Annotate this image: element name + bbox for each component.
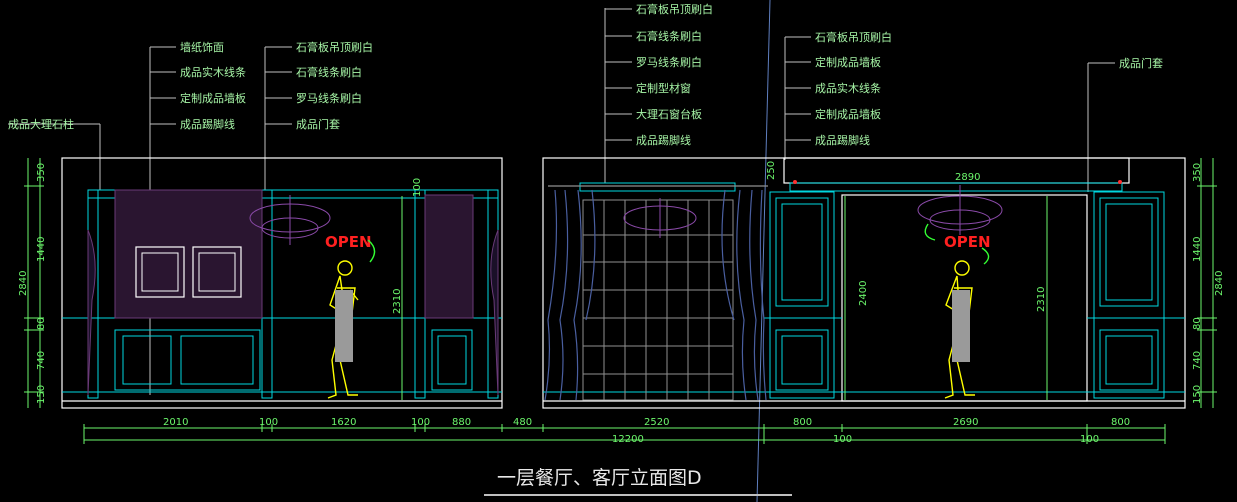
right-dimension-labels: 350 1440 80 740 150 2840 — [1192, 163, 1225, 404]
wallpaper-panel — [114, 189, 474, 319]
label-left-column: 成品大理石柱 — [8, 117, 74, 131]
label-left-3: 定制成品墙板 — [180, 91, 246, 105]
left-dimension-labels: 350 1440 80 740 150 2840 — [18, 163, 47, 404]
drawing-title: 一层餐厅、客厅立面图D — [497, 467, 702, 489]
dim-right-3: 80 — [1192, 317, 1203, 330]
dim-right-4: 740 — [1192, 351, 1203, 370]
label-right-5: 成品踢脚线 — [815, 133, 870, 147]
dim-inner-5: 2890 — [955, 172, 980, 183]
dim-bottom-total: 12200 — [612, 434, 644, 445]
curtains — [544, 185, 768, 401]
dim-bottom-10: 800 — [1111, 417, 1130, 428]
label-left-1: 墙纸饰面 — [180, 40, 224, 54]
annotation-left-group — [150, 46, 176, 125]
label-right-1: 石膏板吊顶刷白 — [815, 30, 892, 44]
marble-columns — [87, 229, 499, 396]
dim-left-1: 350 — [36, 163, 47, 182]
dim-bottom-4: 100 — [411, 417, 430, 428]
chandelier-left — [249, 195, 331, 245]
dim-left-5: 150 — [36, 385, 47, 404]
dim-bottom-lower-3: 100 — [1080, 434, 1099, 445]
dim-right-1: 350 — [1192, 163, 1203, 182]
label-right-3: 成品实木线条 — [815, 81, 881, 95]
inner-dimension-labels: 2310 2400 2310 250 2890 100 — [392, 161, 1047, 314]
dim-right-5: 150 — [1192, 385, 1203, 404]
dim-left-2: 1440 — [36, 237, 47, 262]
dim-bottom-lower-2: 100 — [833, 434, 852, 445]
label-mid-left-4: 成品门套 — [296, 117, 340, 131]
label-center-4: 定制型材窗 — [636, 81, 691, 95]
label-mid-left-3: 罗马线条刷白 — [296, 91, 362, 105]
open-arrow-left — [367, 239, 376, 263]
dim-bottom-2: 100 — [259, 417, 278, 428]
figure-right-dress — [952, 290, 970, 362]
label-left-4: 成品踢脚线 — [180, 117, 235, 131]
label-center-3: 罗马线条刷白 — [636, 55, 702, 69]
window — [582, 199, 734, 401]
dim-left-3: 80 — [36, 317, 47, 330]
dim-bottom-7: 2520 — [644, 417, 669, 428]
dim-bottom-5: 880 — [452, 417, 471, 428]
dimension-lines — [27, 158, 1214, 441]
open-arrow-right-b — [981, 247, 990, 265]
label-mid-left-2: 石膏线条刷白 — [296, 65, 362, 79]
annotation-right-group — [785, 36, 811, 141]
bottom-dimension-labels: 2010 100 1620 100 880 480 2520 800 2690 … — [163, 417, 1130, 445]
dim-inner-6: 100 — [412, 178, 423, 197]
label-center-2: 石膏线条刷白 — [636, 29, 702, 43]
dim-left-total: 2840 — [18, 271, 29, 296]
ceiling-markers — [793, 180, 1122, 184]
label-center-5: 大理石窗台板 — [636, 107, 702, 121]
label-right-2: 定制成品墙板 — [815, 55, 881, 69]
annotation-mid-left-group — [265, 46, 292, 125]
figure-left-dress — [335, 290, 353, 362]
label-right-door: 成品门套 — [1119, 56, 1163, 70]
dim-inner-1: 2310 — [392, 289, 403, 314]
label-right-4: 定制成品墙板 — [815, 107, 881, 121]
open-sign-left: OPEN — [325, 233, 372, 251]
chandelier-center — [623, 198, 697, 238]
dim-right-2: 1440 — [1192, 237, 1203, 262]
dim-inner-3: 2310 — [1036, 287, 1047, 312]
dim-inner-2: 2400 — [858, 281, 869, 306]
open-sign-right: OPEN — [944, 233, 991, 251]
dim-left-4: 740 — [36, 351, 47, 370]
dim-bottom-3: 1620 — [331, 417, 356, 428]
dim-bottom-1: 2010 — [163, 417, 188, 428]
dim-bottom-6: 480 — [513, 417, 532, 428]
dimension-ticks — [24, 185, 1217, 444]
label-center-1: 石膏板吊顶刷白 — [636, 2, 713, 16]
dim-bottom-9: 2690 — [953, 417, 978, 428]
open-arrow-right-a — [924, 223, 936, 241]
dim-right-total: 2840 — [1214, 271, 1225, 296]
label-mid-left-1: 石膏板吊顶刷白 — [296, 40, 373, 54]
annotation-center-group — [605, 8, 632, 141]
dim-inner-4: 250 — [766, 161, 777, 180]
label-left-2: 成品实木线条 — [180, 65, 246, 79]
dim-bottom-8: 800 — [793, 417, 812, 428]
chandelier-right — [917, 185, 1003, 235]
label-center-6: 成品踢脚线 — [636, 133, 691, 147]
